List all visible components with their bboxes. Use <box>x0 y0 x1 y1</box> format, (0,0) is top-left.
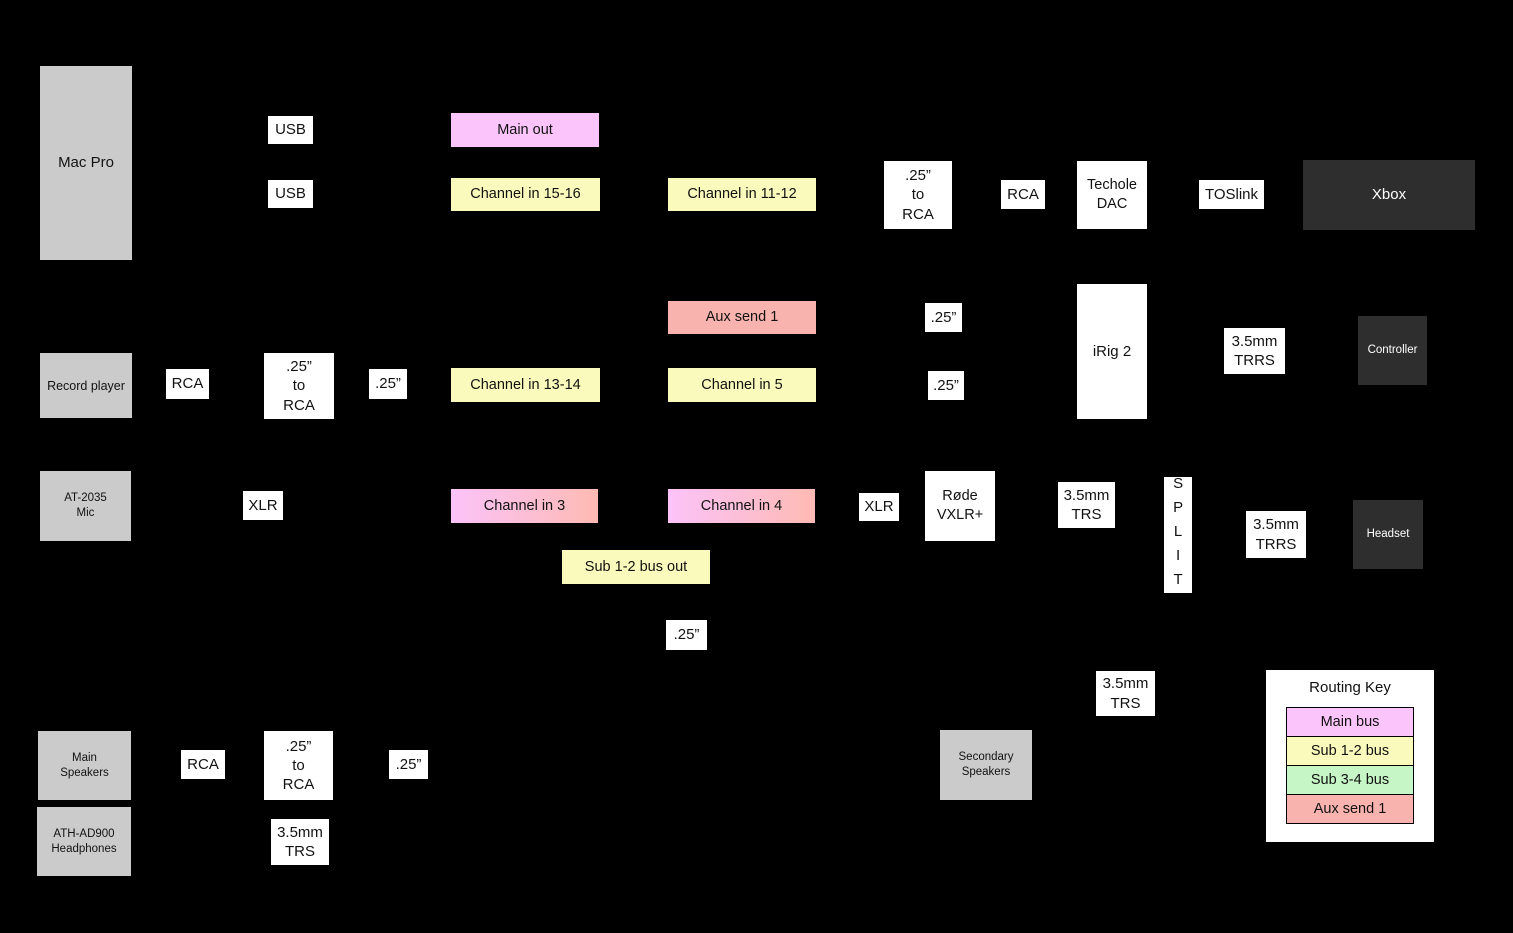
device-secondary-speakers: Secondary Speakers <box>940 730 1032 800</box>
bus-channel-in-15-16: Channel in 15-16 <box>451 178 600 211</box>
routing-key-sub-1-2-bus: Sub 1-2 bus <box>1287 736 1413 765</box>
adapter-quarter-to-rca-3: .25” to RCA <box>264 731 333 800</box>
device-at2035-mic: AT-2035 Mic <box>40 471 131 541</box>
adapter-splitter: SPLIT <box>1164 475 1192 595</box>
device-mac-pro: Mac Pro <box>40 66 132 260</box>
device-techole-dac: Techole DAC <box>1077 161 1147 229</box>
connector-quarter-4: .25” <box>666 620 707 650</box>
connector-usb-1: USB <box>268 116 313 144</box>
routing-key-sub-3-4-bus: Sub 3-4 bus <box>1287 765 1413 794</box>
connector-toslink: TOSlink <box>1199 180 1264 209</box>
device-main-speakers: Main Speakers <box>38 731 131 800</box>
device-irig-2: iRig 2 <box>1077 284 1147 419</box>
adapter-rode-vxlr: Røde VXLR+ <box>925 471 995 541</box>
connector-rca-2: RCA <box>166 369 209 399</box>
bus-channel-in-11-12: Channel in 11-12 <box>668 178 816 211</box>
device-xbox: Xbox <box>1303 160 1475 230</box>
connector-trs-2: 3.5mm TRS <box>1096 671 1155 716</box>
connector-trs-1: 3.5mm TRS <box>1058 482 1115 528</box>
routing-key-title: Routing Key <box>1309 679 1391 696</box>
bus-channel-in-13-14: Channel in 13-14 <box>451 368 600 402</box>
connector-quarter-3: .25” <box>928 371 964 400</box>
adapter-quarter-to-rca-1: .25” to RCA <box>884 161 952 229</box>
adapter-quarter-to-rca-2: .25” to RCA <box>264 353 334 419</box>
device-ath-ad900-headphones: ATH-AD900 Headphones <box>37 807 131 876</box>
connector-trs-3: 3.5mm TRS <box>271 819 329 865</box>
connector-trrs-1: 3.5mm TRRS <box>1224 328 1285 374</box>
connector-xlr-1: XLR <box>243 491 283 520</box>
routing-key-aux-send-1: Aux send 1 <box>1287 794 1413 823</box>
bus-channel-in-5: Channel in 5 <box>668 368 816 402</box>
connector-trrs-2: 3.5mm TRRS <box>1246 511 1306 558</box>
bus-sub-1-2-out: Sub 1-2 bus out <box>562 550 710 584</box>
bus-channel-in-4: Channel in 4 <box>668 489 815 523</box>
bus-channel-in-3: Channel in 3 <box>451 489 598 523</box>
connector-quarter-5: .25” <box>389 750 428 779</box>
bus-aux-send-1: Aux send 1 <box>668 301 816 334</box>
bus-main-out: Main out <box>451 113 599 147</box>
connector-usb-2: USB <box>268 180 313 208</box>
device-headset: Headset <box>1353 500 1423 569</box>
device-controller: Controller <box>1358 316 1427 385</box>
routing-key-table: Main bus Sub 1-2 bus Sub 3-4 bus Aux sen… <box>1286 707 1414 824</box>
connector-rca-1: RCA <box>1001 180 1045 209</box>
connector-quarter-1: .25” <box>925 303 962 332</box>
routing-key-panel: Routing Key Main bus Sub 1-2 bus Sub 3-4… <box>1266 670 1434 842</box>
connector-xlr-2: XLR <box>859 493 899 521</box>
routing-key-main-bus: Main bus <box>1287 708 1413 736</box>
connector-quarter-2: .25” <box>369 369 407 399</box>
device-record-player: Record player <box>40 353 132 418</box>
connector-rca-3: RCA <box>181 750 225 779</box>
